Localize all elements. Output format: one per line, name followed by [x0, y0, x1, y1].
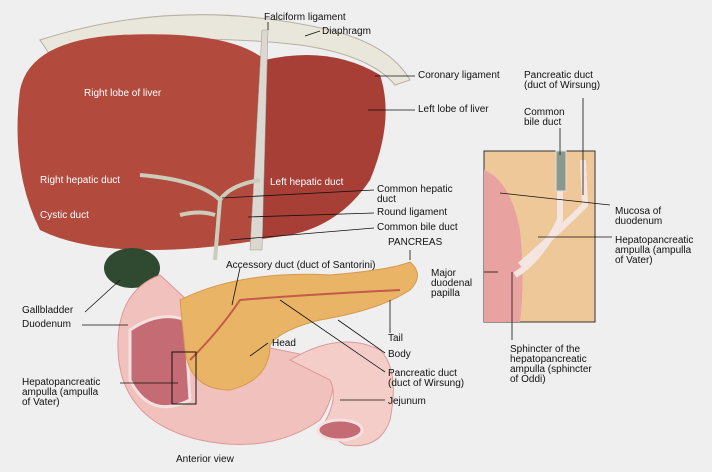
caption-anterior-view: Anterior view: [176, 454, 234, 465]
label-common-bile-duct: Common bile duct: [377, 222, 458, 233]
label-head: Head: [272, 338, 296, 349]
inset-label-pancreatic-duct: Pancreatic duct (duct of Wirsung): [524, 70, 601, 91]
inset-ducts: [513, 155, 589, 278]
label-right-lobe: Right lobe of liver: [84, 88, 162, 99]
label-jejunum: Jejunum: [388, 396, 426, 407]
label-common-hepatic-duct: Common hepatic duct: [377, 184, 453, 205]
inset-indicator-box: [171, 351, 197, 405]
jejunum: [288, 341, 394, 447]
gallbladder: [104, 248, 160, 288]
label-diaphragm: Diaphragm: [322, 26, 371, 37]
label-pancreatic-duct: Pancreatic duct (duct of Wirsung): [388, 368, 465, 389]
label-falciform-ligament: Falciform ligament: [264, 12, 346, 23]
leader-lines: [82, 22, 612, 401]
label-major-duodenal-papilla: Major duodenal papilla: [431, 268, 473, 299]
label-duodenum: Duodenum: [22, 319, 71, 330]
inset-label-common-bile-duct: Common bile duct: [524, 107, 565, 128]
label-pancreas: PANCREAS: [388, 237, 443, 248]
label-round-ligament: Round ligament: [377, 207, 448, 218]
inset-common-bile-duct: [555, 150, 567, 192]
inset-label-mucosa: Mucosa of duodenum: [615, 206, 663, 227]
left-lobe-of-liver: [255, 55, 386, 240]
label-tail: Tail: [388, 333, 404, 344]
hepatic-ducts: [139, 173, 261, 261]
falciform-ligament: [249, 29, 269, 251]
jejunum-opening: [316, 418, 364, 442]
label-cystic-duct: Cystic duct: [40, 210, 89, 221]
label-left-lobe: Left lobe of liver: [418, 104, 489, 115]
inset-label-ampulla: Hepatopancreatic ampulla (ampulla of Vat…: [615, 235, 694, 266]
label-hepatopancreatic-ampulla: Hepatopancreatic ampulla (ampulla of Vat…: [22, 377, 101, 408]
inset-label-sphincter: Sphincter of the hepatopancreatic ampull…: [510, 344, 592, 385]
label-right-hepatic-duct: Right hepatic duct: [40, 175, 121, 186]
pancreas: [179, 261, 418, 391]
label-left-hepatic-duct: Left hepatic duct: [270, 177, 344, 188]
label-coronary-ligament: Coronary ligament: [418, 70, 500, 81]
label-accessory-duct: Accessory duct (duct of Santorini): [226, 260, 376, 271]
pancreatic-duct: [189, 289, 401, 361]
right-lobe-of-liver: [17, 34, 265, 251]
inset-duodenal-wall: [484, 170, 523, 322]
label-gallbladder: Gallbladder: [22, 305, 74, 316]
label-body: Body: [388, 349, 411, 360]
duodenum-interior: [128, 315, 192, 409]
